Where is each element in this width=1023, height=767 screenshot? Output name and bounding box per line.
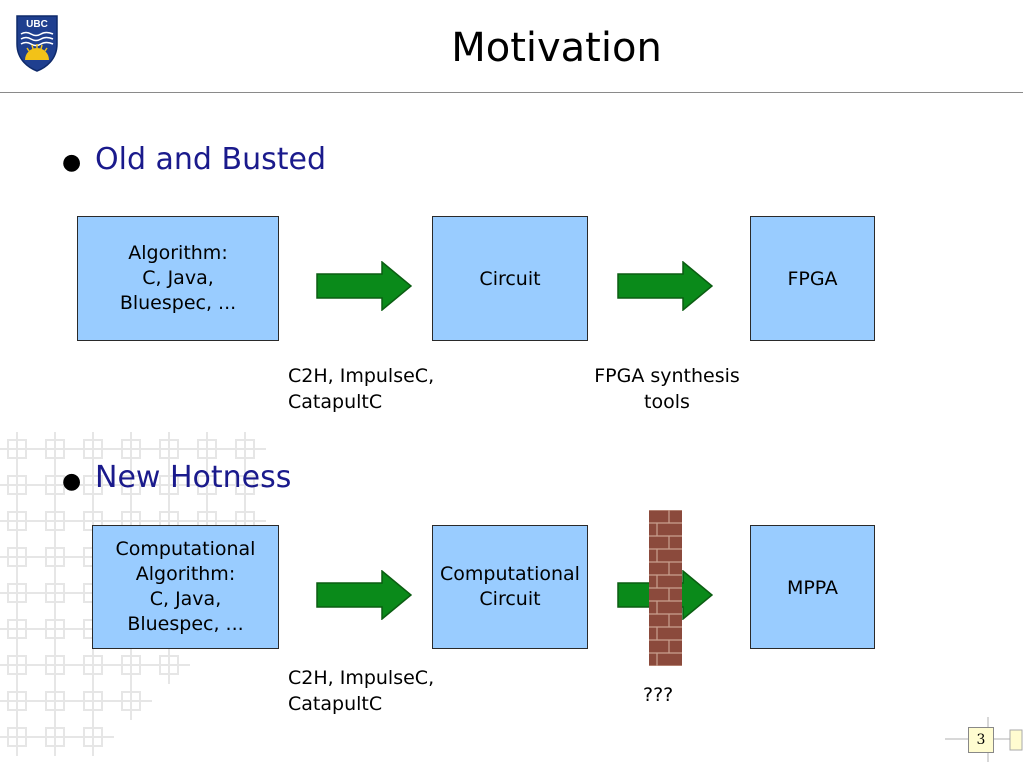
arrow-right-icon xyxy=(617,261,713,311)
caption-c2h-tools-2: C2H, ImpulseC, CatapultC xyxy=(288,667,435,715)
box-circuit: Circuit xyxy=(432,216,588,341)
section-heading-old: Old and Busted xyxy=(95,142,326,177)
bullet-point: ● xyxy=(62,469,82,494)
background-grid-decoration xyxy=(0,432,266,756)
box-fpga: FPGA xyxy=(750,216,875,341)
section-heading-new: New Hotness xyxy=(95,460,292,495)
box-mppa: MPPA xyxy=(750,525,875,649)
bullet-point: ● xyxy=(62,150,82,175)
ubc-crest-icon: UBC xyxy=(16,15,58,72)
arrow-right-icon xyxy=(316,261,412,311)
box-computational-algorithm: Computational Algorithm: C, Java, Bluesp… xyxy=(92,525,279,649)
logo-text: UBC xyxy=(26,19,48,30)
brick-wall-icon xyxy=(649,510,682,666)
box-computational-circuit: Computational Circuit xyxy=(432,525,588,649)
caption-unknown-tools: ??? xyxy=(643,684,674,706)
page-number: 3 xyxy=(968,727,994,753)
box-algorithm: Algorithm: C, Java, Bluespec, ... xyxy=(77,216,279,341)
slide-title: Motivation xyxy=(451,25,662,71)
caption-fpga-synthesis: FPGA synthesis tools xyxy=(594,365,740,413)
title-divider xyxy=(0,92,1023,93)
arrow-right-icon xyxy=(316,570,412,620)
caption-c2h-tools: C2H, ImpulseC, CatapultC xyxy=(288,365,435,413)
